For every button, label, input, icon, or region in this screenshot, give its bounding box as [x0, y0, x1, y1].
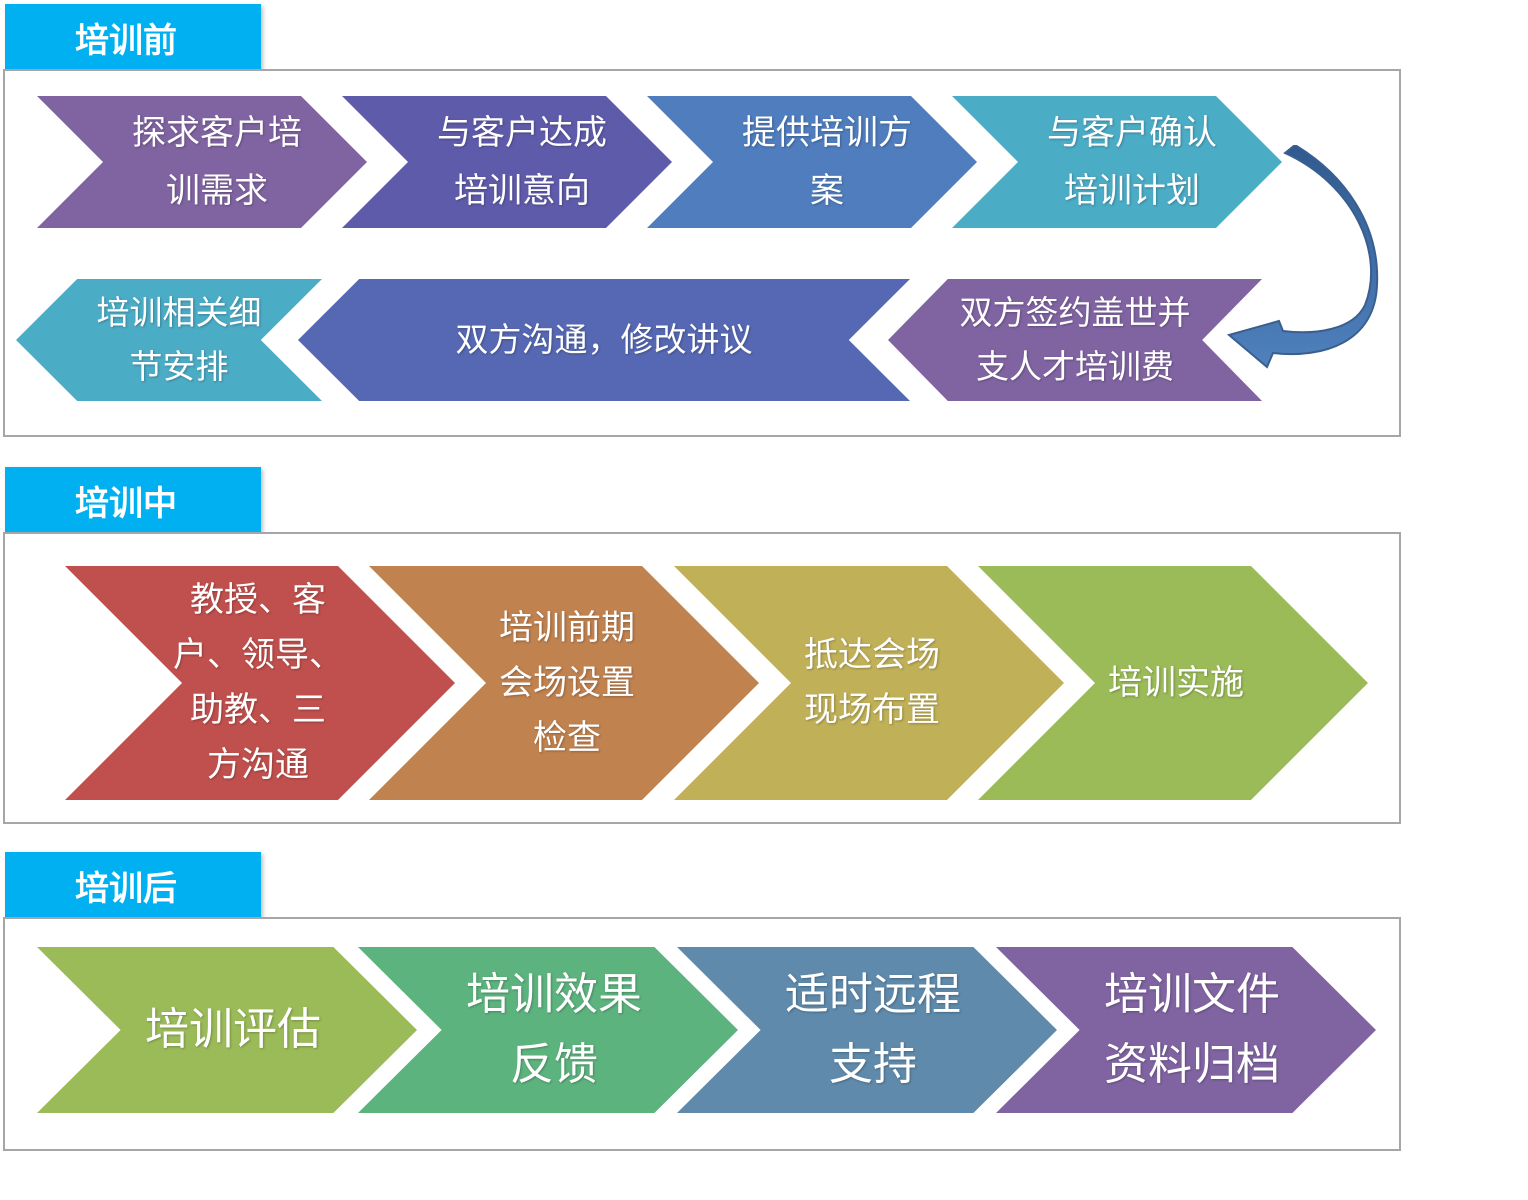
- section-title-text: 培训后: [75, 868, 177, 909]
- section-title-during: 培训中: [5, 467, 261, 533]
- step-sign-contract: 双方签约盖世并 支人才培训费: [888, 279, 1262, 401]
- section-title-text: 培训前: [75, 20, 177, 61]
- curved-down-arrow-icon: [1226, 145, 1379, 369]
- step-archive-documents: 培训文件 资料归档: [996, 947, 1376, 1113]
- step-explore-needs: 探求客户培 训需求: [37, 96, 367, 228]
- step-effect-feedback: 培训效果 反馈: [358, 947, 738, 1113]
- step-communicate-revise: 双方沟通，修改讲议: [298, 279, 910, 401]
- section-title-text: 培训中: [75, 483, 177, 524]
- section-title-after: 培训后: [5, 852, 261, 918]
- step-confirm-plan: 与客户确认 培训计划: [952, 96, 1282, 228]
- step-remote-support: 适时远程 支持: [677, 947, 1057, 1113]
- section-title-before: 培训前: [5, 4, 261, 70]
